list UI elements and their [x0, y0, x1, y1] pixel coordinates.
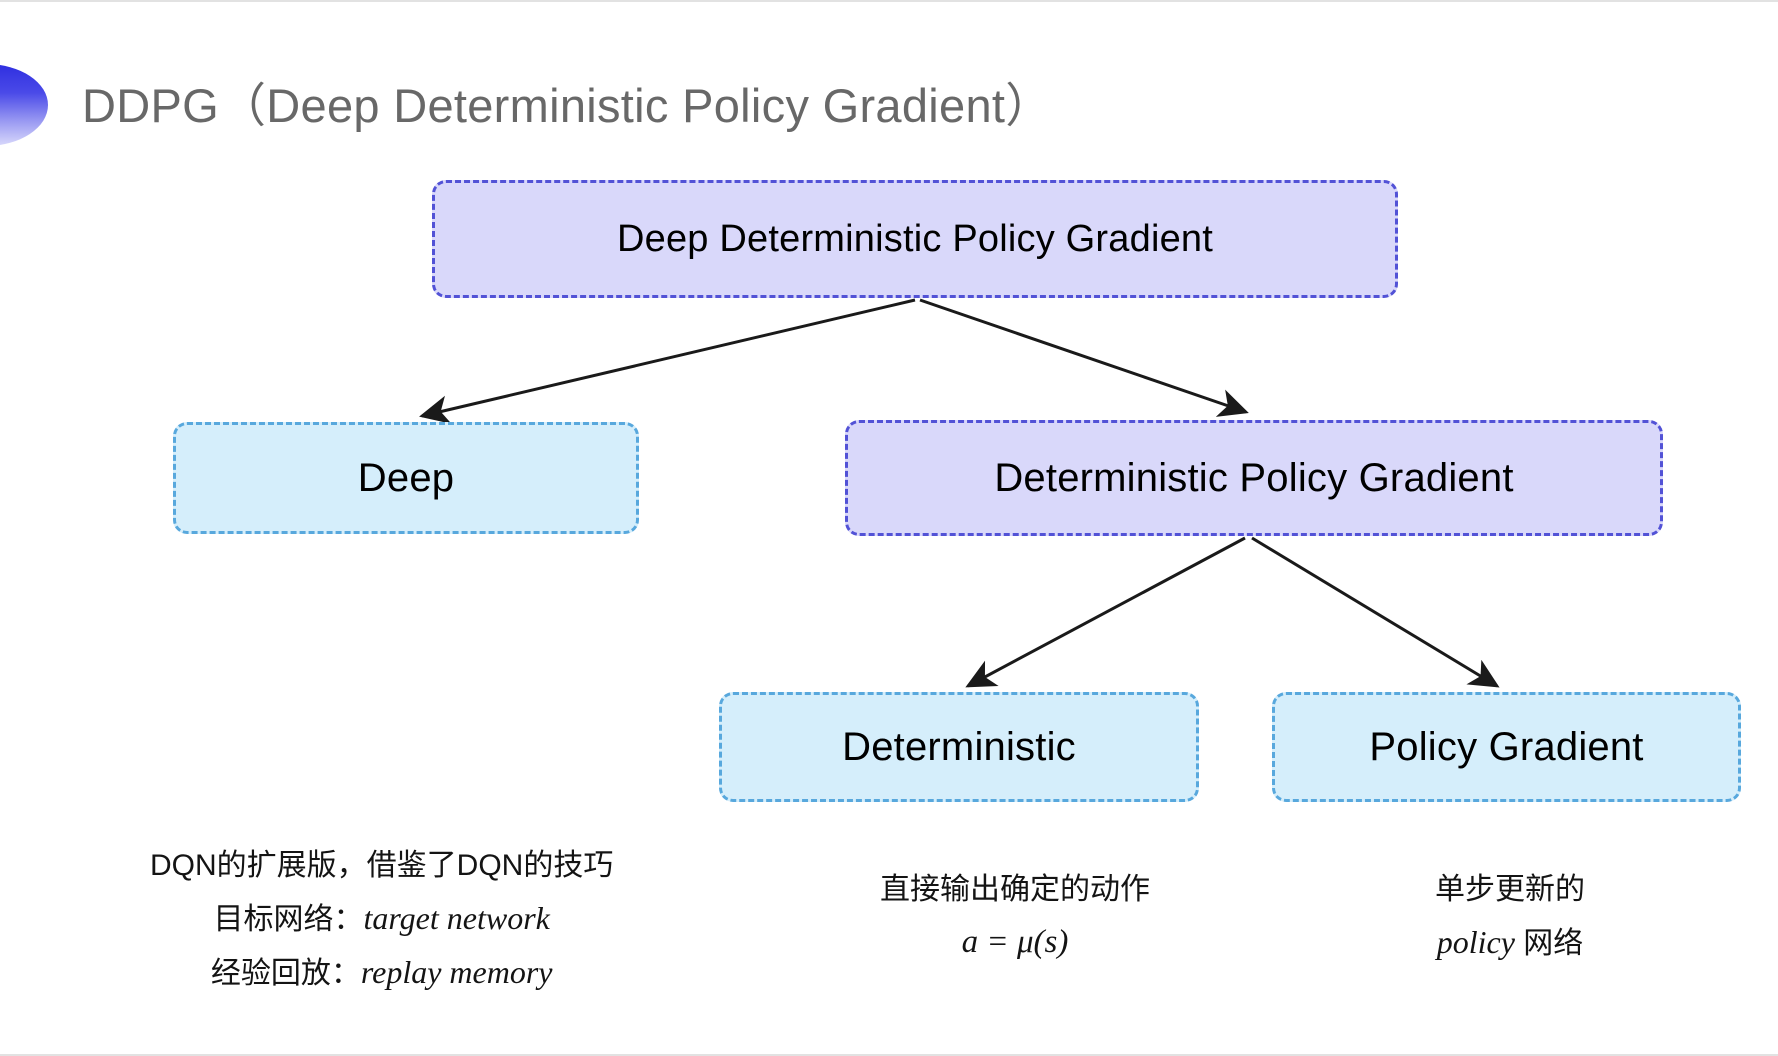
note-deterministic-formula: a = μ(s) [961, 924, 1069, 960]
note-deep-line1: DQN的扩展版，借鉴了DQN的技巧 [150, 849, 614, 882]
title-decoration-icon [0, 64, 48, 146]
note-deep-line3-term: replay memory [360, 954, 553, 990]
node-deep-deterministic-policy-gradient[interactable]: Deep Deterministic Policy Gradient [432, 180, 1398, 298]
note-deterministic-line1: 直接输出确定的动作 [880, 873, 1150, 906]
node-deterministic-policy-gradient[interactable]: Deterministic Policy Gradient [845, 420, 1663, 536]
node-policy-gradient[interactable]: Policy Gradient [1272, 692, 1741, 802]
note-policy-gradient-term: policy [1436, 924, 1515, 960]
node-label: Deterministic Policy Gradient [994, 456, 1514, 500]
note-deep: DQN的扩展版，借鉴了DQN的技巧 目标网络：target network 经验… [150, 840, 613, 1000]
node-deep[interactable]: Deep [173, 422, 639, 534]
node-label: Policy Gradient [1369, 725, 1644, 769]
edge-dpg-deterministic [965, 536, 1246, 688]
node-label: Deep Deterministic Policy Gradient [616, 218, 1214, 260]
node-label: Deep [357, 456, 455, 500]
note-policy-gradient-line1: 单步更新的 [1435, 873, 1585, 906]
note-policy-gradient-suffix: 网络 [1514, 927, 1584, 960]
node-deterministic[interactable]: Deterministic [719, 692, 1199, 802]
note-deep-line3: 经验回放：replay memory [150, 946, 613, 1000]
node-label: Deterministic [842, 725, 1076, 769]
note-deep-line3-label: 经验回放： [210, 957, 361, 990]
note-deterministic: 直接输出确定的动作 a = μ(s) [855, 864, 1175, 968]
edge-root-deep [419, 298, 916, 424]
page-title: DDPG（Deep Deterministic Policy Gradient） [82, 79, 1053, 132]
note-policy-gradient-line2: policy 网络 [1400, 916, 1620, 970]
edge-dpg-policy-gradient [1251, 536, 1500, 688]
note-deep-line2: 目标网络：target network [150, 892, 613, 946]
note-deep-line2-term: target network [363, 900, 550, 936]
note-policy-gradient: 单步更新的 policy 网络 [1400, 864, 1620, 970]
note-deep-line2-label: 目标网络： [213, 903, 364, 936]
edge-root-dpg [919, 298, 1249, 417]
